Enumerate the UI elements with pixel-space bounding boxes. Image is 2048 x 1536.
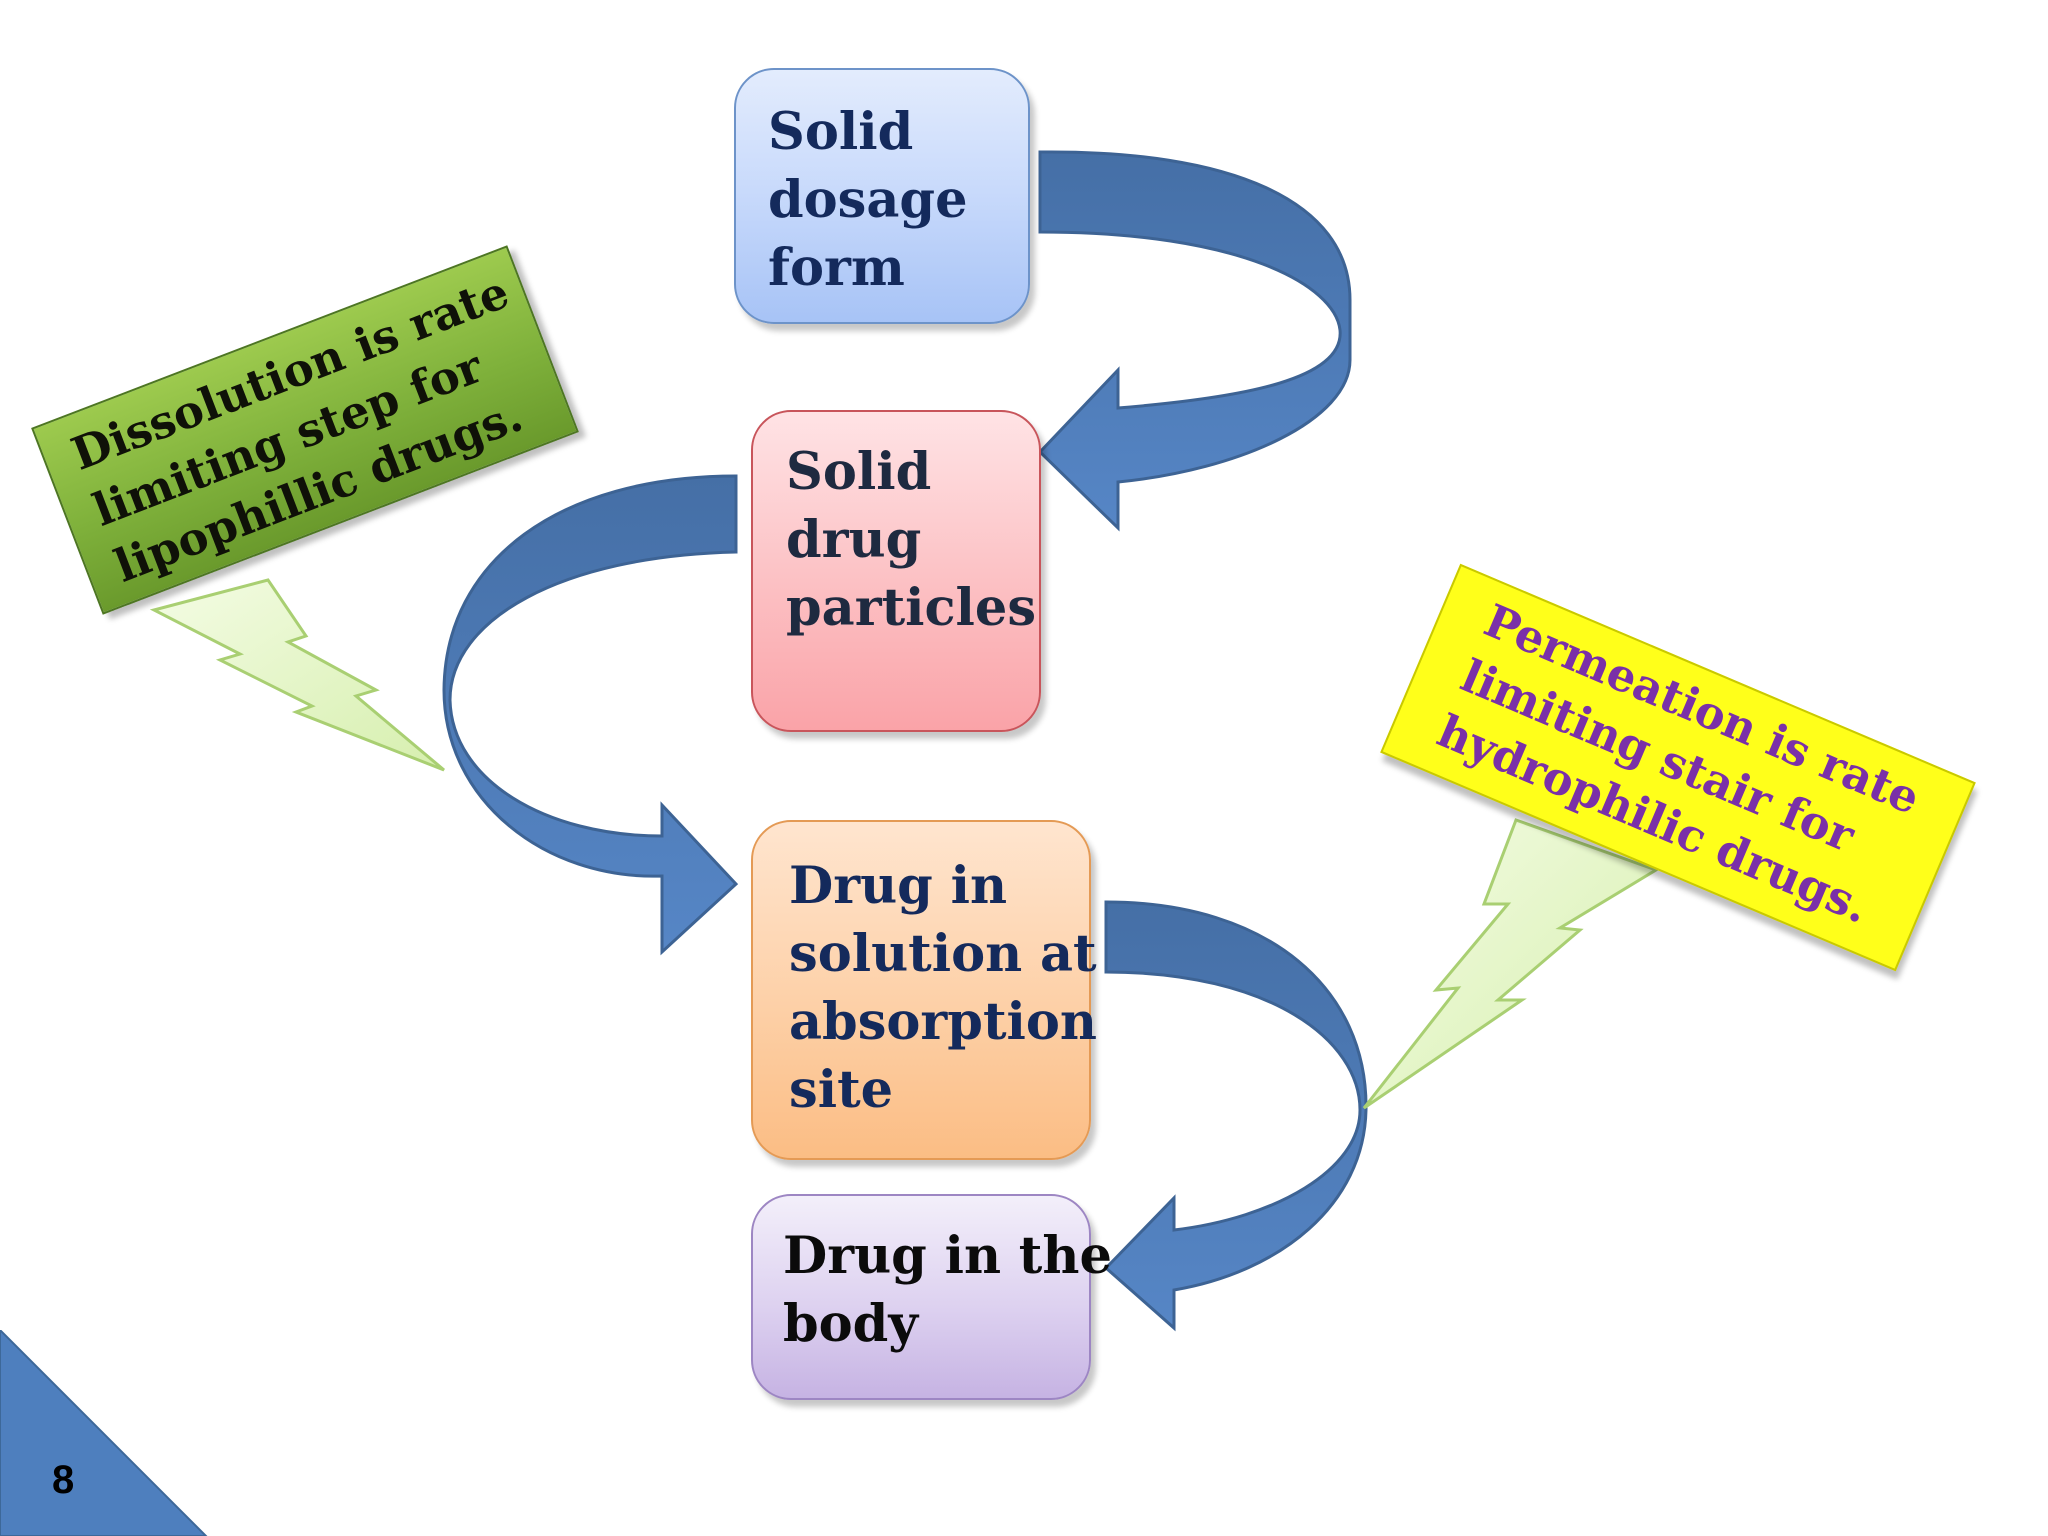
box-drug-in-body-label: Drug in the body xyxy=(783,1222,1112,1358)
page-corner-triangle xyxy=(0,1330,208,1536)
label-line: particles xyxy=(786,578,1037,638)
label-line: form xyxy=(768,238,905,298)
box-drug-in-body: Drug in the body xyxy=(751,1194,1112,1400)
label-line: drug xyxy=(786,510,922,570)
curved-arrow-particles-to-solution xyxy=(442,474,739,956)
page-number: 8 xyxy=(52,1458,75,1502)
box-solid-drug-particles-label: Solid drug particles xyxy=(786,438,1036,642)
box-drug-in-solution: Drug in solution at absorption site xyxy=(751,820,1097,1160)
box-solid-dosage-form: Solid dosage form xyxy=(734,68,1030,324)
label-line: site xyxy=(789,1060,894,1120)
label-line: solution at xyxy=(789,924,1097,984)
label-line: absorption xyxy=(789,992,1097,1052)
box-solid-drug-particles: Solid drug particles xyxy=(751,410,1041,732)
box-drug-in-solution-label: Drug in solution at absorption site xyxy=(789,852,1097,1124)
box-solid-dosage-form-label: Solid dosage form xyxy=(768,98,968,302)
label-line: Drug in the xyxy=(783,1226,1112,1286)
label-line: Solid xyxy=(786,442,932,502)
label-line: Drug in xyxy=(789,856,1008,916)
label-line: dosage xyxy=(768,170,968,230)
label-line: Solid xyxy=(768,102,914,162)
lightning-bolt-left xyxy=(149,578,445,772)
label-line: body xyxy=(783,1294,918,1354)
lightning-bolt-right xyxy=(1362,818,1660,1110)
curved-arrow-solution-to-body xyxy=(1103,900,1368,1332)
curved-arrow-dosage-to-particles xyxy=(1037,150,1352,532)
